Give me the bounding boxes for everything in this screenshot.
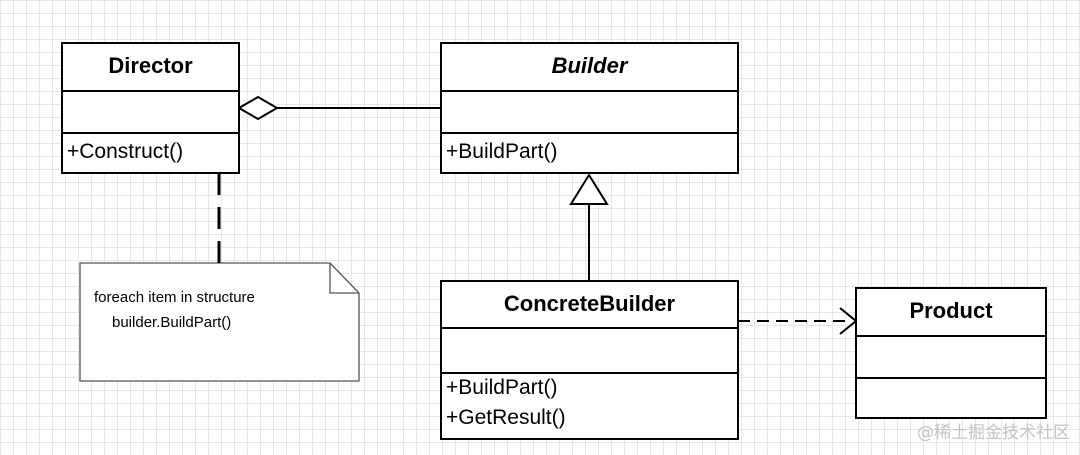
note-line: foreach item in structure [94,289,255,306]
class-director-attributes [63,90,238,92]
concrete-builder-operation: +BuildPart() [446,376,558,399]
note-shape [79,262,360,382]
builder-operation: +BuildPart() [446,140,558,163]
watermark: @稀土掘金技术社区 [917,423,1070,443]
class-product-attributes [857,335,1045,337]
class-concrete-builder-operations [442,372,737,374]
class-product-operations [857,377,1045,379]
concrete-builder-operation: +GetResult() [446,406,566,429]
class-concrete-builder-attributes [442,327,737,329]
class-director-name: Director [108,53,193,78]
note-fold [329,263,359,294]
director-operation: +Construct() [67,140,184,163]
class-director: Director +Construct() [61,42,240,174]
class-concrete-builder-name: ConcreteBuilder [503,291,676,316]
class-builder-attributes [442,90,737,92]
class-product-name: Product [909,298,993,323]
note-line: builder.BuildPart() [112,314,232,331]
class-concrete-builder: ConcreteBuilder +BuildPart() +GetResult(… [440,280,739,440]
class-product: Product [855,287,1047,419]
class-builder: Builder +BuildPart() [440,42,739,174]
class-director-operations [63,132,238,134]
class-builder-name: Builder [551,53,628,78]
aggregation-diamond [237,95,279,121]
class-builder-operations [442,132,737,134]
generalization-arrowhead [569,173,609,205]
